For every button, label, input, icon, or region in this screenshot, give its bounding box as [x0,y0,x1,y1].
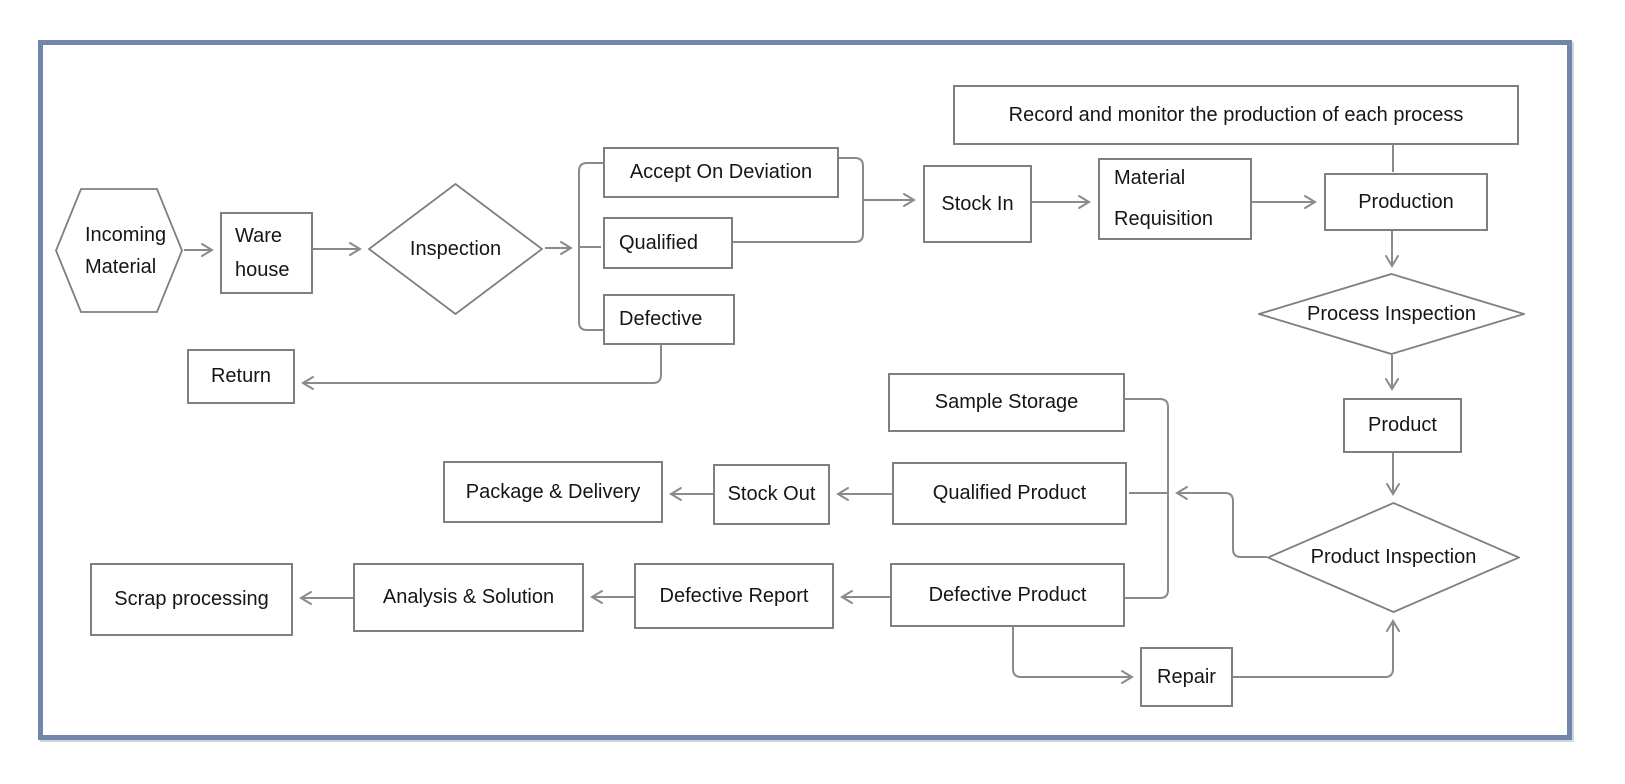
node-return: Return [187,349,295,404]
product-inspection-diamond-outline [1267,502,1520,613]
node-defective: Defective [603,294,735,345]
node-analysis-solution: Analysis & Solution [353,563,584,632]
package-delivery-label: Package & Delivery [465,480,641,503]
seg-qualified-merge [733,200,864,243]
node-package-delivery: Package & Delivery [443,461,663,523]
seg-defproduct-repair [1012,627,1134,684]
process-inspection-diamond-outline [1258,273,1525,355]
node-product: Product [1343,398,1462,453]
defective-report-label: Defective Report [659,584,809,607]
production-label: Production [1358,190,1454,213]
incoming-material-hexagon-outline [55,188,183,313]
repair-label: Repair [1157,665,1216,688]
node-production: Production [1324,173,1488,231]
accept-on-deviation-label: Accept On Deviation [629,161,813,183]
node-repair: Repair [1140,647,1233,707]
stock-out-label: Stock Out [727,483,816,505]
qualified-product-label: Qualified Product [932,482,1087,504]
return-label: Return [210,365,272,387]
node-material-requisition: Material Requisition [1098,158,1252,240]
node-stock-out: Stock Out [713,464,830,525]
node-accept-on-deviation: Accept On Deviation [603,147,839,198]
node-defective-product: Defective Product [890,563,1125,627]
node-qualified-product: Qualified Product [892,462,1127,525]
record-monitor-label: Record and monitor the production of eac… [1008,103,1464,126]
seg-prodinsp-bracket [1175,486,1267,558]
node-process-inspection: Process Inspection [1258,273,1525,355]
diagram-frame [38,40,1572,740]
node-record-monitor: Record and monitor the production of eac… [953,85,1519,145]
node-qualified: Qualified [603,217,733,269]
seg-defective-return [301,345,662,390]
seg-repair-prodinsp [1233,619,1400,678]
sample-storage-label: Sample Storage [934,391,1079,413]
process-inspection-label: Process Inspection [1307,302,1476,325]
node-ware-house: Ware house [220,212,313,294]
node-scrap-processing: Scrap processing [90,563,293,636]
incoming-material-label: Incoming Material [85,223,167,278]
analysis-solution-label: Analysis & Solution [382,586,555,608]
inspection-diamond-outline [368,183,543,315]
seg-right-bracket [1125,398,1169,599]
node-stock-in: Stock In [923,165,1032,243]
defective-label: Defective [619,308,703,330]
node-product-inspection: Product Inspection [1267,502,1520,613]
qualified-label: Qualified [619,231,698,254]
stock-in-label: Stock In [941,192,1014,215]
node-incoming-material: Incoming Material [55,188,183,313]
node-defective-report: Defective Report [634,563,834,629]
product-label: Product [1368,414,1437,436]
material-requisition-label: Material Requisition [1114,167,1213,230]
inspection-label: Inspection [409,237,502,260]
defective-product-label: Defective Product [928,583,1087,606]
scrap-processing-label: Scrap processing [114,588,269,610]
product-inspection-label: Product Inspection [1310,546,1477,568]
ware-house-label: Ware house [235,225,290,281]
seg-accept-merge [839,157,864,200]
node-inspection: Inspection [368,183,543,315]
node-sample-storage: Sample Storage [888,373,1125,432]
